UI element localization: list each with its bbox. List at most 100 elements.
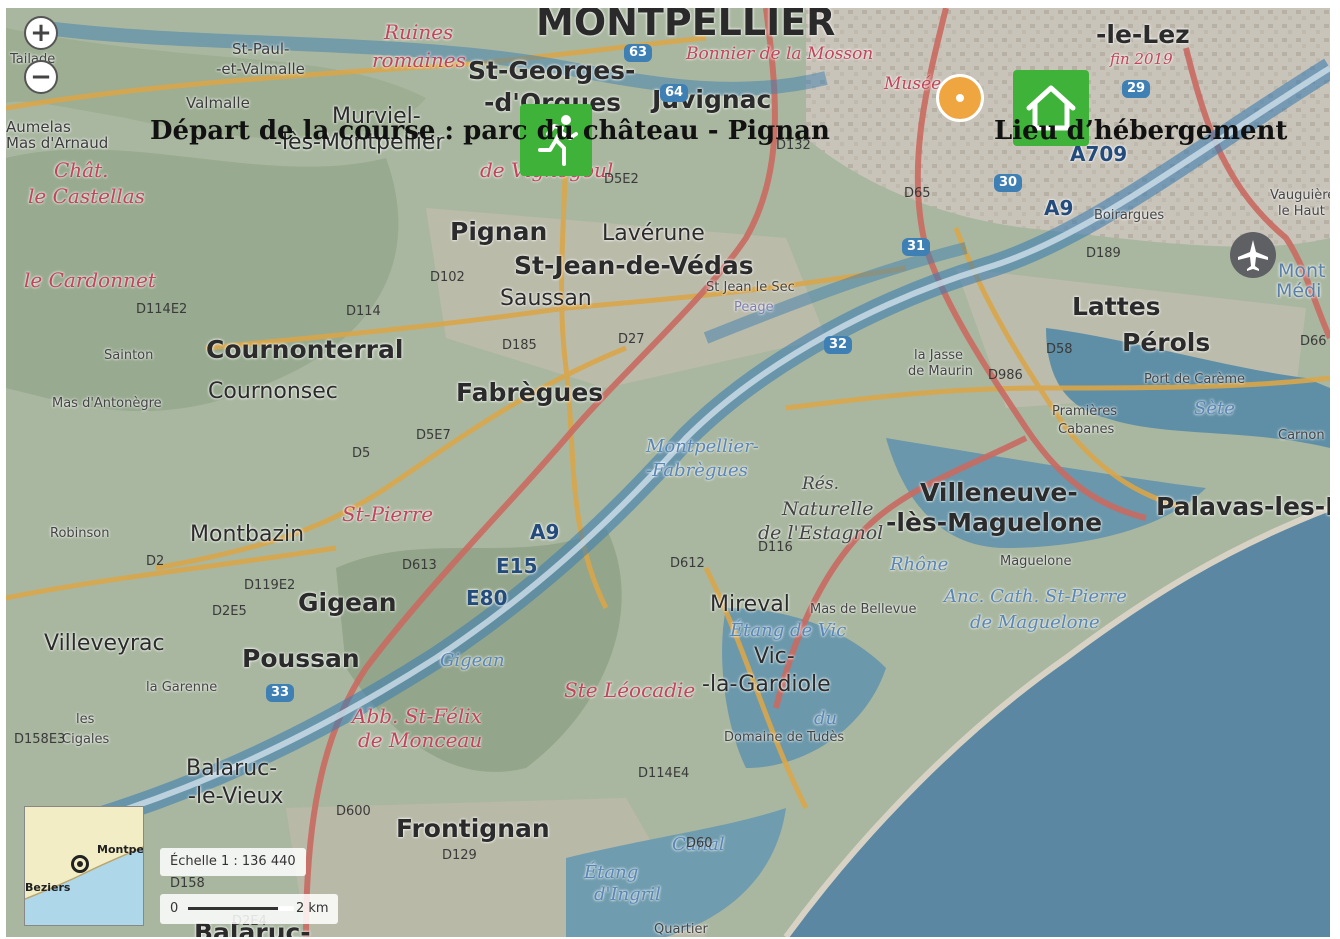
nature-label: Rés. — [802, 474, 839, 494]
town-label: Lavérune — [602, 221, 705, 246]
locality-label: Valmalle — [186, 94, 250, 112]
town-label: Cournonsec — [208, 379, 338, 404]
road-label: D65 — [904, 186, 931, 201]
house-icon — [1026, 85, 1076, 131]
town-label: -lès-Montpellier — [274, 130, 445, 155]
town-label: Fabrègues — [456, 378, 604, 407]
town-label: Frontignan — [396, 814, 550, 843]
water-label: Sète — [1194, 398, 1235, 419]
scale-end: 2 km — [296, 901, 329, 916]
locality-label: Peage — [734, 300, 774, 315]
road-label: D158 — [170, 876, 205, 891]
heritage-label: romaines — [372, 48, 466, 72]
road-label: D600 — [336, 804, 371, 819]
road-label: D132 — [776, 138, 811, 153]
heritage-label: Musée — [884, 74, 942, 94]
road-label: D185 — [502, 338, 537, 353]
scale-ratio: Échelle 1 : 136 440 — [160, 848, 306, 876]
road-label: D189 — [1086, 246, 1121, 261]
water-label: du — [814, 708, 838, 729]
town-label: Cournonterral — [206, 335, 404, 364]
town-label: Médi — [1276, 280, 1322, 302]
locality-label: Maguelone — [1000, 554, 1072, 569]
road-label: D2E5 — [212, 604, 247, 619]
map-canvas[interactable]: MONTPELLIER St-Georges- -d'Orques Juvign… — [6, 8, 1330, 937]
scale-line-end — [278, 906, 294, 911]
heritage-label: Abb. St-Félix — [352, 704, 482, 728]
town-label: -lès-Maguelone — [886, 508, 1103, 537]
water-label: Étang de Vic — [730, 620, 847, 641]
start-marker[interactable] — [520, 104, 592, 176]
water-label: Rhône — [890, 554, 949, 575]
town-label: Mont — [1278, 260, 1326, 282]
locality-label: St-Paul- — [232, 40, 290, 58]
road-label: D5E2 — [604, 172, 639, 187]
locality-label: Aumelas — [6, 118, 71, 136]
nature-label: de l'Estagnol — [758, 522, 884, 544]
town-label: Vic- — [754, 644, 795, 669]
locality-label: Domaine de Tudès — [724, 730, 845, 745]
heritage-label: Chât. — [54, 158, 109, 182]
town-label: -le-Lez — [1096, 20, 1190, 49]
locality-label: la Garenne — [146, 680, 218, 695]
motorway-label: E15 — [496, 554, 538, 578]
overview-minimap[interactable]: Montpel Beziers — [24, 806, 144, 926]
locality-label: Sainton — [104, 348, 154, 363]
exit-shield: 31 — [902, 238, 931, 256]
running-person-icon — [538, 115, 578, 166]
overview-land — [25, 807, 143, 925]
heritage-label: fin 2019 — [1110, 50, 1173, 68]
exit-shield: 29 — [1122, 80, 1151, 98]
heritage-label: St-Pierre — [342, 502, 434, 526]
town-label: Pérols — [1122, 328, 1211, 357]
start-marker-label: Départ de la course : parc du château - … — [150, 116, 830, 146]
locality-label: Mas de Bellevue — [810, 602, 917, 617]
lodging-marker[interactable] — [1013, 70, 1089, 146]
locality-label: Pramières — [1052, 404, 1118, 419]
heritage-label: le Castellas — [28, 184, 145, 208]
locality-label: Vauguière — [1270, 188, 1330, 203]
heritage-label: de Monceau — [358, 728, 483, 752]
road-label: D612 — [670, 556, 705, 571]
road-label: D58 — [1046, 342, 1073, 357]
heritage-label: -Fabrègues — [646, 460, 748, 481]
motorway-label: A9 — [1044, 196, 1074, 220]
road-label: D986 — [988, 368, 1023, 383]
scale-line — [188, 907, 278, 910]
town-label: Balaruc- — [186, 756, 278, 781]
water-label: Canal — [672, 834, 725, 855]
heritage-label: de Maguelone — [970, 612, 1100, 633]
heritage-label: Montpellier- — [646, 436, 759, 457]
town-label: Saussan — [500, 286, 592, 311]
town-label: Mireval — [710, 592, 790, 617]
exit-shield: 63 — [624, 44, 653, 62]
water-label: d'Ingril — [594, 884, 661, 905]
town-label: Palavas-les-F — [1156, 492, 1330, 521]
town-label: Villeneuve- — [920, 478, 1078, 507]
locality-label: Cigales — [62, 732, 110, 747]
locality-label: Port de Carème — [1144, 372, 1246, 387]
road-label: D60 — [686, 836, 713, 851]
town-label: Gigean — [298, 588, 397, 617]
town-label: Villeveyrac — [44, 631, 165, 656]
road-label: D129 — [442, 848, 477, 863]
zoom-out-button[interactable]: − — [24, 60, 58, 94]
road-label: D5 — [352, 446, 371, 461]
locality-label: de Maurin — [908, 364, 973, 379]
locality-label: Mas d'Antonègre — [52, 396, 162, 411]
zoom-in-button[interactable]: + — [24, 16, 58, 50]
town-label: Lattes — [1072, 292, 1161, 321]
overview-label: Beziers — [25, 881, 71, 894]
locality-label: Carnon — [1278, 428, 1325, 443]
locality-label: les — [76, 712, 95, 727]
motorway-label: E80 — [466, 586, 508, 610]
heritage-label: le Cardonnet — [24, 268, 156, 292]
road-label: D114 — [346, 304, 381, 319]
nature-label: Naturelle — [782, 498, 874, 520]
motorway-label: A9 — [530, 520, 560, 544]
poi-marker[interactable] — [936, 74, 984, 122]
town-label: MONTPELLIER — [536, 8, 836, 44]
road-label: D613 — [402, 558, 437, 573]
airport-icon — [1230, 232, 1276, 278]
road-label: D158E3 — [14, 732, 66, 747]
